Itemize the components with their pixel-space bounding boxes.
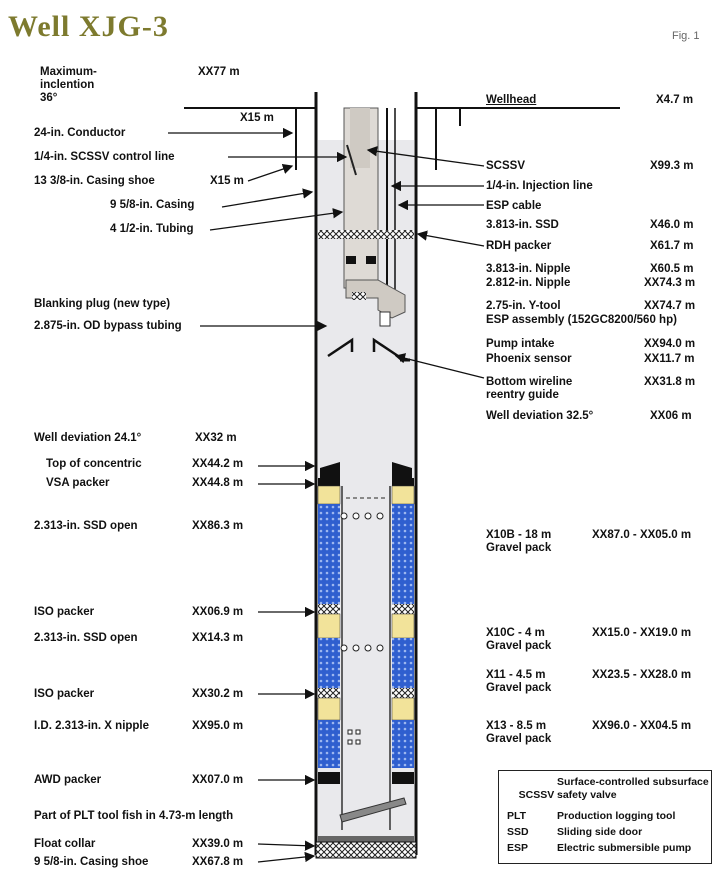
label-phoenix-sensor: Phoenix sensor — [486, 353, 572, 365]
legend-desc: Surface-controlled subsurface safety val… — [557, 776, 709, 801]
value-vsa-packer: XX44.8 m — [192, 477, 244, 489]
label-pump-intake: Pump intake — [486, 338, 555, 350]
label-plt-fish: Part of PLT tool fish in 4.73-m length — [34, 810, 234, 822]
gravel-pack-x10c-right — [392, 638, 414, 688]
label-well-deviation-24: Well deviation 24.1° — [34, 432, 142, 444]
legend-row: PLT Production logging tool — [507, 810, 675, 822]
label-max-inclination: Maximum- inclention 36° — [40, 66, 97, 104]
value-rdh-packer: X61.7 m — [650, 240, 694, 252]
label-casing-shoe-13: 13 3/8-in. Casing shoe — [34, 175, 155, 187]
value-x11: XX23.5 - XX28.0 m — [592, 669, 692, 681]
value-y-tool: XX74.7 m — [644, 300, 696, 312]
gravel-pack-x13-right — [392, 720, 414, 768]
value-casing-shoe-13: X15 m — [210, 175, 244, 187]
value-ssd-open-2: XX14.3 m — [192, 632, 244, 644]
label-vsa-packer: VSA packer — [46, 477, 110, 489]
value-top-of-concentric: XX44.2 m — [192, 458, 244, 470]
legend-abbr: PLT — [507, 810, 527, 822]
value-ssd-open-1: XX86.3 m — [192, 520, 244, 532]
value-float-collar: XX39.0 m — [192, 838, 244, 850]
label-ssd-3813: 3.813-in. SSD — [486, 219, 559, 231]
label-scssv-control-line: 1/4-in. SCSSV control line — [34, 151, 175, 163]
label-casing-shoe-9: 9 5/8-in. Casing shoe — [34, 856, 149, 868]
label-ssd-open-2: 2.313-in. SSD open — [34, 632, 138, 644]
label-tubing: 4 1/2-in. Tubing — [110, 223, 194, 235]
label-esp-assembly: ESP assembly (152GC8200/560 hp) — [486, 314, 677, 326]
legend-row: ESP Electric submersible pump — [507, 842, 691, 854]
label-x10c: X10C - 4 m Gravel pack — [486, 627, 552, 652]
label-x11: X11 - 4.5 m Gravel pack — [486, 669, 552, 694]
label-injection-line: 1/4-in. Injection line — [486, 180, 593, 192]
label-scssv: SCSSV — [486, 160, 525, 172]
legend-desc: Production logging tool — [557, 810, 676, 822]
label-ssd-open-1: 2.313-in. SSD open — [34, 520, 138, 532]
value-wellhead: X4.7 m — [656, 94, 694, 106]
value-x-nipple: XX95.0 m — [192, 720, 244, 732]
gravel-pack-x13-left — [318, 720, 340, 768]
gravel-pack-x10c-left — [318, 638, 340, 688]
value-pump-intake: XX94.0 m — [644, 338, 696, 350]
label-nipple-3813: 3.813-in. Nipple — [486, 263, 571, 275]
value-x13: XX96.0 - XX04.5 m — [592, 720, 692, 732]
rdh-packer — [318, 230, 414, 239]
label-esp-cable: ESP cable — [486, 200, 542, 212]
figure-number: Fig. 1 — [672, 30, 700, 42]
label-awd-packer: AWD packer — [34, 774, 102, 786]
value-awd-packer: XX07.0 m — [192, 774, 244, 786]
label-x10b: X10B - 18 m Gravel pack — [486, 529, 552, 554]
label-float-collar: Float collar — [34, 838, 96, 850]
label-wellhead: Wellhead — [486, 94, 537, 106]
awd-packer-left — [318, 772, 340, 784]
value-x10b: XX87.0 - XX05.0 m — [592, 529, 692, 541]
label-iso-packer-1: ISO packer — [34, 606, 95, 618]
value-iso-packer-1: XX06.9 m — [192, 606, 244, 618]
value-ssd-3813: X46.0 m — [650, 219, 694, 231]
legend-desc: Sliding side door — [557, 826, 643, 838]
plt-fish — [339, 797, 407, 823]
legend-abbr: SCSSV — [518, 789, 555, 801]
label-bottom-wireline: Bottom wireline reentry guide — [486, 376, 573, 401]
gravel-pack-x10b-left — [318, 504, 340, 604]
label-iso-packer-2: ISO packer — [34, 688, 95, 700]
legend-row: SSD Sliding side door — [507, 826, 642, 838]
vsa-packer-right — [392, 478, 414, 486]
label-x-nipple: I.D. 2.313-in. X nipple — [34, 720, 150, 732]
label-x13: X13 - 8.5 m Gravel pack — [486, 720, 552, 745]
label-well-deviation-32: Well deviation 32.5° — [486, 410, 594, 422]
diagram-title: Well XJG-3 — [8, 10, 169, 43]
value-casing-shoe-9: XX67.8 m — [192, 856, 244, 868]
value-scssv: X99.3 m — [650, 160, 694, 172]
label-top-of-concentric: Top of concentric — [46, 458, 142, 470]
value-max-inclination: XX77 m — [198, 66, 240, 78]
value-nipple-2812: XX74.3 m — [644, 277, 696, 289]
value-iso-packer-2: XX30.2 m — [192, 688, 244, 700]
reentry-guide — [327, 337, 399, 358]
value-well-deviation-24: XX32 m — [195, 432, 237, 444]
legend-desc: Electric submersible pump — [557, 842, 692, 854]
label-bypass-tubing: 2.875-in. OD bypass tubing — [34, 320, 182, 332]
label-conductor: 24-in. Conductor — [34, 127, 126, 139]
casing-shoe-cement — [315, 841, 417, 859]
legend-abbr: SSD — [507, 826, 529, 838]
label-y-tool: 2.75-in. Y-tool — [486, 300, 561, 312]
awd-packer-right — [392, 772, 414, 784]
label-blanking-plug: Blanking plug (new type) — [34, 298, 171, 310]
label-nipple-2812: 2.812-in. Nipple — [486, 277, 571, 289]
gravel-pack-x10b-right — [392, 504, 414, 604]
label-rdh-packer: RDH packer — [486, 240, 552, 252]
value-phoenix-sensor: XX11.7 m — [644, 353, 695, 365]
legend-abbr: ESP — [507, 842, 529, 854]
label-casing-9: 9 5/8-in. Casing — [110, 199, 195, 211]
value-bottom-wireline: XX31.8 m — [644, 376, 696, 388]
vsa-packer-left — [318, 478, 340, 486]
value-nipple-3813: X60.5 m — [650, 263, 694, 275]
value-x10c: XX15.0 - XX19.0 m — [592, 627, 692, 639]
value-conductor: X15 m — [240, 112, 274, 124]
value-well-deviation-32: XX06 m — [650, 410, 692, 422]
